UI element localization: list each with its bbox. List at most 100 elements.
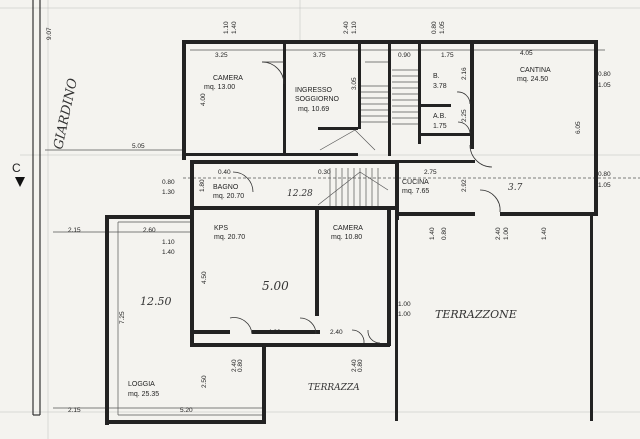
dim-bot-080b: 0.80 [357,359,364,372]
wall-right [594,40,598,215]
wall-cucina-top [395,160,475,163]
staircase [317,61,418,206]
dim-ter-100b: 1.00 [398,311,411,318]
dim-bagno-030: 0.30 [318,169,331,176]
dim-bot-215: 2.15 [68,407,81,414]
wall-kps-top [190,206,398,210]
dim-top-375: 3.75 [313,52,326,59]
wall-ingresso-stairs [358,44,361,129]
wall-cucina-left [395,160,399,220]
room-ab-name: A.B. [433,113,446,120]
wall-loggia-bottom [105,420,265,424]
room-ingresso-name2: SOGGIORNO [295,96,340,103]
room-b-area: 3.78 [433,83,447,90]
section-arrow-icon [15,177,25,187]
dim-b-h: 2.16 [461,67,468,80]
dim-cucina-275: 2.75 [424,169,437,176]
dim-kps-240: 2.40 [330,329,343,336]
room-cantina-name: CANTINA [520,67,551,74]
room-cantina-area: mq. 24.50 [517,76,548,83]
room-camera2-area: mq. 10.80 [331,234,362,241]
room-bagno-name: BAGNO [213,184,239,191]
dim-win-b1: 2.40 [343,21,350,34]
wall-bagno-top [190,160,395,164]
wall-left-upper [182,40,186,160]
wall-terrace-left [395,216,398,421]
loggia-inner [117,221,262,416]
dim-camera-h: 4.00 [200,93,207,106]
dim-loggia-250: 2.50 [201,375,208,388]
room-b-name: B. [433,73,440,80]
wall-loggia-right [262,345,266,424]
room-camera2-name: CAMERA [333,225,363,232]
property-boundary [32,0,41,416]
dim-top-175: 1.75 [441,52,454,59]
wall-stair-mid [318,127,358,130]
wall-kps-bottom-left [190,330,230,334]
dim-bot-240b: 2.40 [351,359,358,372]
wall-corridor-b [418,44,421,144]
dim-left-215a: 2.15 [68,227,81,234]
dim-bagno-180: 1.80 [199,179,206,192]
dim-right-105a: 1.05 [598,82,611,89]
room-camera1-name: CAMERA [213,75,243,82]
wall-cucina-bottom [395,212,475,216]
dim-bagno-040: 0.40 [218,169,231,176]
loggia-handwritten-area: 12.50 [140,295,172,308]
wall-camera-bottom [186,153,286,156]
wall-stair-right [388,44,391,156]
dim-ab-h: 2.25 [461,109,468,122]
dim-mid-140b: 1.40 [541,227,548,240]
dim-left-505: 5.05 [132,143,145,150]
dim-mid-140a: 1.40 [429,227,436,240]
wall-top [182,40,597,44]
terrace-small-label: TERRAZZA [308,383,360,393]
bagno-handwritten-area: 12.28 [287,189,313,199]
dim-kps-h: 4.50 [201,271,208,284]
wall-kps-left [190,206,194,346]
cucina-handwritten-area: 3.7 [508,183,523,193]
dim-bot-520: 5.20 [180,407,193,414]
wall-camera-ingresso [283,44,286,156]
dim-win-b2: 1.10 [351,21,358,34]
dim-win-c1: 0.80 [431,21,438,34]
dim-ingresso-h: 3.05 [351,77,358,90]
dimension-texts: 3.25 3.75 0.90 1.75 4.05 1.10 1.40 2.40 … [46,21,611,414]
room-ab-area: 1.75 [433,123,447,130]
wall-loggia-top [105,215,193,219]
dim-left-907: 9.07 [46,27,53,40]
room-cucina-name: CUCINA [402,179,429,186]
wall-b-cantina [470,44,474,149]
section-marker: C [12,161,25,187]
room-kps-area: mq. 20.70 [214,234,245,241]
dim-top-090: 0.90 [398,52,411,59]
room-kps-name: KPS [214,225,228,232]
terrace-label: TERRAZZONE [435,308,517,321]
dim-right-080a: 0.80 [598,71,611,78]
room-camera1-area: mq. 13.00 [204,84,235,91]
dim-bot-080a: 0.80 [237,359,244,372]
wall-b-bottom [421,104,451,107]
dim-bot-240a: 2.40 [231,359,238,372]
room-loggia-area: mq. 25.35 [128,391,159,398]
dim-kps-460: 4.60 [268,329,281,336]
dim-win-c2: 1.05 [439,21,446,34]
dim-left-140: 1.40 [162,249,175,256]
wall-terrace-right [590,216,593,421]
wall-ab-bottom [421,133,471,136]
dim-cucina-h: 2.92 [461,179,468,192]
wall-camera2-right [387,206,391,346]
wall-lower-band [190,343,390,347]
dim-mid-240: 2.40 [495,227,502,240]
dim-mid-100: 1.00 [503,227,510,240]
dim-win-a1: 1.10 [223,21,230,34]
dim-top-405: 4.05 [520,50,533,57]
dim-cantina-h: 6.05 [575,121,582,134]
dim-top-325: 3.25 [215,52,228,59]
dim-left-260: 2.60 [143,227,156,234]
wall-loggia-left [105,215,109,425]
dim-win-a2: 1.40 [231,21,238,34]
dim-loggia-h: 7.25 [119,311,126,324]
